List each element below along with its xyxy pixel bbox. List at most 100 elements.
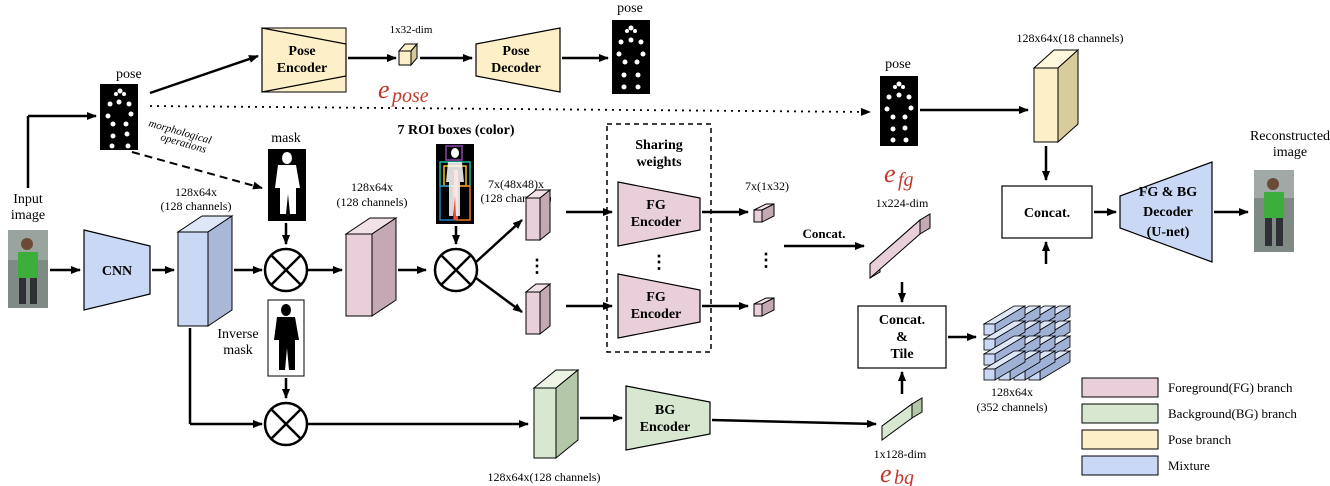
decoder-label-1: FG & BG <box>1139 185 1197 200</box>
pose-encoder-label-2: Encoder <box>277 61 328 76</box>
arrow-morphological <box>131 151 263 190</box>
mask-image <box>268 149 306 221</box>
fg-encoder-top <box>617 181 701 247</box>
fg-code-dim: 7x(1x32) <box>745 179 789 193</box>
recon-label-1: Reconstructed <box>1250 129 1330 144</box>
tensor-dim-1: 128x64x <box>991 385 1033 399</box>
bg-feature-dim: 128x64x(128 channels) <box>488 470 601 484</box>
roi-boxes-image <box>436 144 474 224</box>
fg-encoder-bottom-label-1: FG <box>646 290 666 305</box>
feature2-dim-1: 128x64x <box>351 180 393 194</box>
pose-label-right: pose <box>885 57 911 72</box>
fg-embedding-bar <box>869 213 931 280</box>
pose-feature-dim: 128x64x(18 channels) <box>1017 31 1124 45</box>
legend-label: Pose branch <box>1168 432 1232 447</box>
fg-feature-map <box>344 217 398 317</box>
concat-tile-label-3: Tile <box>890 347 913 362</box>
tensor-cell <box>982 350 1027 381</box>
concat-tile-box <box>857 305 947 369</box>
multiply-op-1 <box>263 247 309 293</box>
recon-label-2: image <box>1273 145 1307 160</box>
bg-embedding-bar <box>881 397 923 441</box>
inverse-mask-label-2: mask <box>223 343 253 358</box>
concat-tile-label-1: Concat. <box>879 313 925 328</box>
legend-label: Background(BG) branch <box>1168 406 1297 421</box>
dots-roi: ⋮ <box>528 256 546 276</box>
pose-map-right <box>880 76 918 146</box>
roi-feature-top <box>524 188 552 242</box>
legend-swatch <box>1081 403 1159 424</box>
feature2-dim-2: (128 channels) <box>337 195 408 209</box>
pose-decoder-label-1: Pose <box>502 44 529 59</box>
cnn-label: CNN <box>102 264 132 279</box>
reconstructed-image <box>1254 170 1294 252</box>
concat-tile-label-2: & <box>896 330 908 345</box>
decoder-label-2: Decoder <box>1143 205 1193 220</box>
legend-swatch <box>1081 377 1159 398</box>
pose-feature-map <box>1032 48 1080 144</box>
concat-box <box>1001 185 1093 239</box>
fg-embed-dim: 1x224-dim <box>876 196 929 210</box>
e-fg-subscript: fg <box>898 169 914 191</box>
bg-encoder-label-2: Encoder <box>640 420 691 435</box>
fg-encoder-bottom-label-2: Encoder <box>631 307 682 322</box>
mask-label: mask <box>271 131 301 146</box>
inverse-mask-label-1: Inverse <box>217 327 258 342</box>
e-pose-symbol: e <box>378 75 390 104</box>
input-image <box>8 230 48 308</box>
arrow-mult-to-roi-top <box>475 219 523 263</box>
roi-feature-bottom <box>524 282 552 336</box>
fg-bg-decoder <box>1119 161 1213 263</box>
dots-code: ⋮ <box>757 250 775 270</box>
legend-swatch <box>1081 429 1159 450</box>
legend-label: Foreground(FG) branch <box>1168 380 1293 395</box>
feature1-dim-2: (128 channels) <box>161 199 232 213</box>
dots-encoder: ⋮ <box>650 252 668 272</box>
pose-map-top <box>612 20 650 94</box>
input-label-2: image <box>11 208 45 223</box>
roi-title: 7 ROI boxes (color) <box>397 123 514 138</box>
bg-feature-map <box>532 368 580 460</box>
sharing-weights-box <box>606 123 712 353</box>
fg-code-cube-bottom <box>753 297 775 317</box>
pose-label-top: pose <box>617 1 643 16</box>
feature1-dim-1: 128x64x <box>175 185 217 199</box>
sharing-label-2: weights <box>636 155 682 170</box>
e-fg-symbol: e <box>884 159 896 188</box>
multiply-op-3 <box>263 401 309 447</box>
arrow-bgenc-to-ebg <box>711 418 877 428</box>
multiply-op-2 <box>433 247 479 293</box>
feature-map-1 <box>176 215 234 327</box>
bg-encoder <box>625 385 711 451</box>
pose-map-left <box>100 84 138 150</box>
e-bg-symbol: e <box>880 459 892 486</box>
bg-embed-dim: 1x128-dim <box>874 447 927 461</box>
pose-dim-label: 1x32-dim <box>390 24 433 36</box>
tiled-tensor <box>982 305 1072 381</box>
fg-encoder-top-label-2: Encoder <box>631 215 682 230</box>
roi-feature-dim-1: 7x(48x48)x <box>488 177 544 191</box>
pose-code-cube <box>397 42 419 67</box>
e-pose-subscript: pose <box>390 85 429 107</box>
legend-label: Mixture <box>1168 458 1210 473</box>
pose-decoder-label-2: Decoder <box>491 61 541 76</box>
arrow-mult-to-roi-bottom <box>475 276 523 314</box>
tensor-dim-2: (352 channels) <box>977 400 1048 414</box>
pose-label-left: pose <box>116 67 142 82</box>
e-bg-subscript: bg <box>894 467 914 486</box>
fg-code-cube-top <box>753 203 775 223</box>
arrow-pose-to-encoder <box>149 54 259 95</box>
fg-encoder-top-label-1: FG <box>646 198 666 213</box>
bg-encoder-label-1: BG <box>655 403 675 418</box>
pose-encoder <box>261 27 347 93</box>
decoder-label-3: (U-net) <box>1147 225 1190 240</box>
dotted-pose-connection <box>149 105 871 116</box>
pose-decoder <box>475 27 561 93</box>
input-label-1: Input <box>13 192 43 207</box>
legend-swatch <box>1081 455 1159 476</box>
inverse-mask-image <box>267 299 305 377</box>
fg-encoder-bottom <box>617 273 701 339</box>
